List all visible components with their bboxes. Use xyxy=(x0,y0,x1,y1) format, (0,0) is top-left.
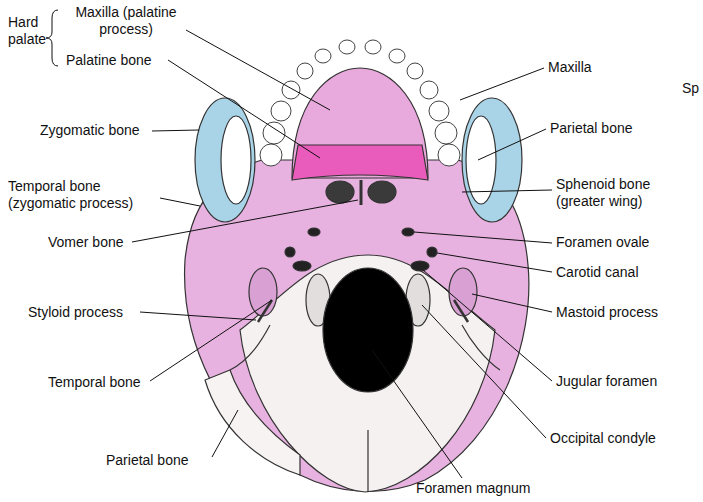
tooth xyxy=(438,144,460,166)
carotid-canal xyxy=(427,247,437,257)
leader-line xyxy=(212,410,238,457)
part-label: Foramen magnum xyxy=(416,480,530,497)
part-label: Carotid canal xyxy=(556,264,639,281)
jugular-foramen xyxy=(293,261,311,271)
jugular-foramen xyxy=(411,261,429,271)
carotid-canal xyxy=(285,247,295,257)
leader-line xyxy=(140,312,256,320)
tooth xyxy=(420,81,438,99)
tooth xyxy=(297,63,313,79)
part-label: Mastoid process xyxy=(556,304,658,321)
part-label: Palatine bone xyxy=(66,52,152,69)
tooth xyxy=(260,144,282,166)
leader-line xyxy=(478,129,546,160)
leader-line xyxy=(160,198,200,206)
choana xyxy=(368,181,396,203)
part-label: Maxilla xyxy=(548,59,592,76)
tooth xyxy=(435,122,457,144)
leader-line xyxy=(414,232,552,243)
teeth xyxy=(260,40,460,166)
choana xyxy=(326,181,354,203)
leader-line xyxy=(472,294,552,312)
leader-line xyxy=(372,350,462,478)
foramen-magnum xyxy=(323,268,413,392)
part-label: Hard palate xyxy=(8,14,54,48)
mastoid-process xyxy=(449,268,477,316)
bracket xyxy=(46,10,58,66)
palatine-bone xyxy=(292,145,428,180)
part-label: Parietal bone xyxy=(106,452,189,469)
leader-line xyxy=(423,270,552,381)
part-label: Parietal bone xyxy=(550,120,633,137)
part-label: Temporal bone xyxy=(48,374,141,391)
part-label: Jugular foramen xyxy=(556,373,657,390)
zygomatic-bone xyxy=(462,98,522,222)
foramen-ovale xyxy=(402,228,414,236)
tooth xyxy=(282,81,300,99)
vomer xyxy=(360,180,363,205)
foramen-ovale xyxy=(308,228,320,236)
leader-line xyxy=(462,190,552,192)
part-label: Styloid process xyxy=(28,304,123,321)
mastoid-process xyxy=(249,268,277,316)
leader-line xyxy=(152,130,199,131)
part-label: Temporal bone (zygomatic process) xyxy=(8,178,168,212)
tooth xyxy=(389,49,405,63)
part-label: Sphenoid bone (greater wing) xyxy=(556,176,681,210)
tooth xyxy=(339,40,355,54)
tooth xyxy=(407,63,423,79)
leader-line xyxy=(168,60,320,158)
leader-line xyxy=(132,200,358,242)
temporal-fossa xyxy=(221,116,251,204)
leader-lines xyxy=(46,10,552,478)
parietal-bone xyxy=(205,370,300,475)
leader-line xyxy=(437,253,552,272)
leader-line xyxy=(422,305,546,438)
leader-line xyxy=(150,300,272,381)
zygomatic-bone xyxy=(195,98,255,222)
part-label: Zygomatic bone xyxy=(40,122,140,139)
part-label: Foramen ovale xyxy=(556,234,649,251)
tooth xyxy=(315,49,331,63)
part-label: Sp xyxy=(682,80,699,97)
part-label: Occipital condyle xyxy=(550,430,656,447)
leader-line xyxy=(186,30,330,110)
styloid-process xyxy=(258,300,272,322)
leader-line xyxy=(460,68,544,100)
tooth xyxy=(429,101,449,121)
part-label: Vomer bone xyxy=(48,234,124,251)
temporal-fossa xyxy=(466,116,496,204)
tooth xyxy=(271,101,291,121)
part-label: Maxilla (palatine process) xyxy=(66,4,186,38)
skull xyxy=(185,68,529,492)
tooth xyxy=(365,40,381,54)
